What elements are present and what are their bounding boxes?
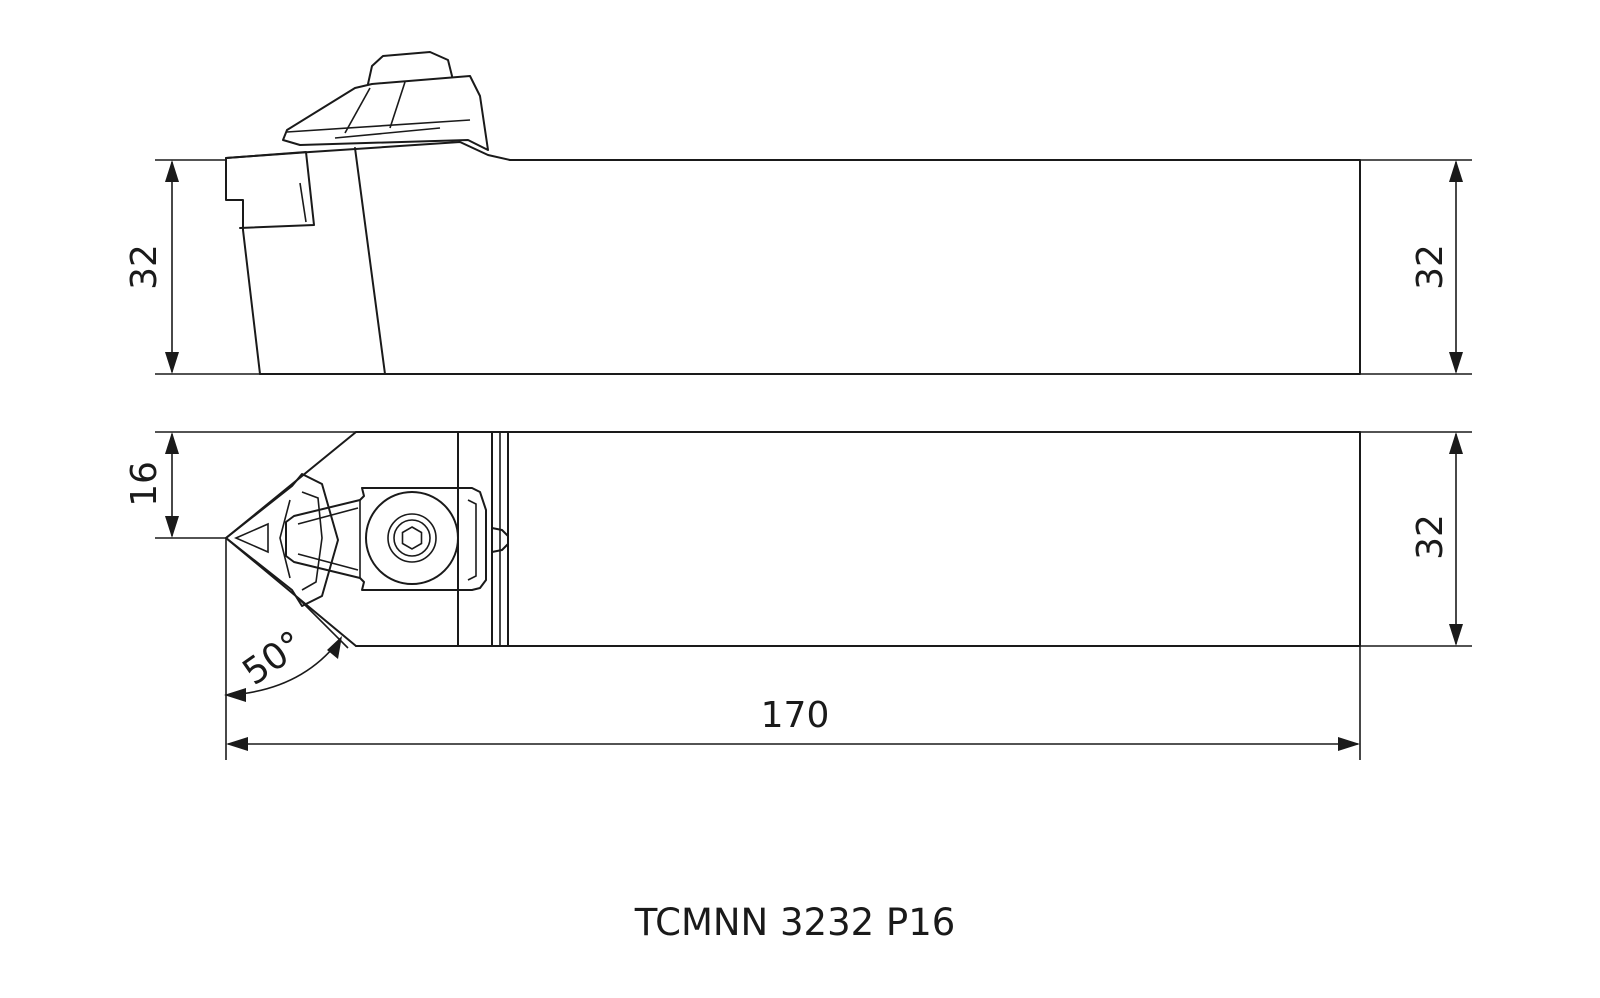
side-insert-block — [225, 151, 315, 229]
top-view — [225, 431, 1361, 647]
dim-angle-label: 50° — [236, 623, 312, 693]
top-clamp-arm — [285, 487, 487, 591]
dim-top-16-label: 16 — [124, 461, 165, 507]
side-clamp-screw — [367, 51, 453, 85]
dim-top-right: 32 — [1360, 431, 1472, 647]
top-insert — [225, 473, 339, 607]
top-head-taper — [225, 431, 357, 647]
dim-side-right: 32 — [1360, 159, 1472, 375]
part-number-caption: TCMNN 3232 P16 — [634, 901, 956, 944]
side-shank-outline — [259, 159, 1361, 375]
top-clamp-screw-head — [365, 491, 459, 585]
top-shank-outline — [355, 431, 1361, 647]
dim-top-16: 16 — [124, 431, 356, 539]
side-head-body — [225, 141, 511, 375]
dim-side-left: 32 — [124, 159, 260, 375]
side-view — [225, 51, 1361, 375]
side-head-front-edge — [354, 147, 386, 375]
side-clamp-lever — [282, 75, 489, 151]
dim-side-left-label: 32 — [124, 244, 165, 290]
dim-length-label: 170 — [761, 695, 830, 736]
top-rear-pin — [491, 527, 509, 553]
dim-length: 170 — [226, 646, 1361, 760]
dim-side-right-label: 32 — [1410, 244, 1451, 290]
dim-top-right-label: 32 — [1410, 514, 1451, 560]
